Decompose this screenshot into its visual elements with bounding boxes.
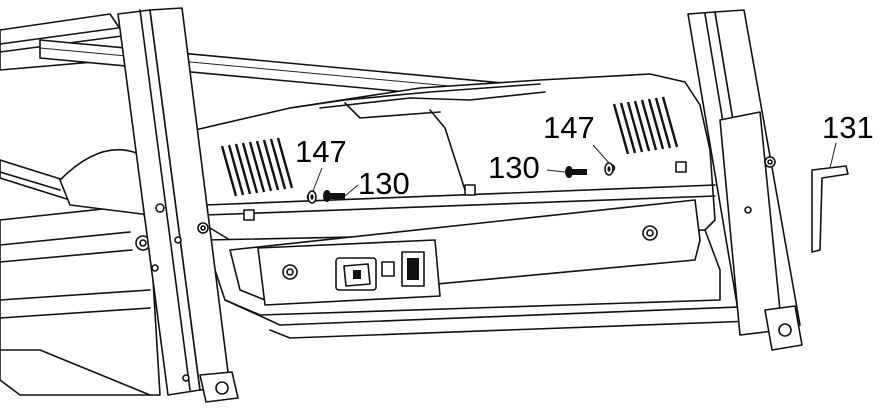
callout-right-130: 130	[488, 150, 540, 185]
power-inlet	[335, 257, 377, 291]
left-washer-147	[307, 190, 317, 204]
power-switch	[401, 251, 425, 287]
left-upright	[117, 7, 239, 403]
left-bolt-130	[323, 190, 345, 202]
right-vent-grille	[612, 96, 679, 155]
callout-left-130: 130	[358, 166, 410, 201]
callout-right-147: 147	[543, 110, 595, 145]
right-upright	[687, 9, 803, 351]
leader-lines	[312, 142, 837, 197]
fuse-holder	[381, 261, 395, 277]
power-panel	[257, 239, 441, 306]
allen-wrench-131	[811, 165, 849, 253]
left-deck-frame	[0, 148, 161, 396]
callout-left-147: 147	[295, 134, 347, 169]
callout-tool-131: 131	[822, 110, 874, 145]
right-bolt-130	[565, 166, 587, 178]
left-vent-grille	[220, 137, 294, 197]
right-washer-147	[604, 162, 614, 176]
